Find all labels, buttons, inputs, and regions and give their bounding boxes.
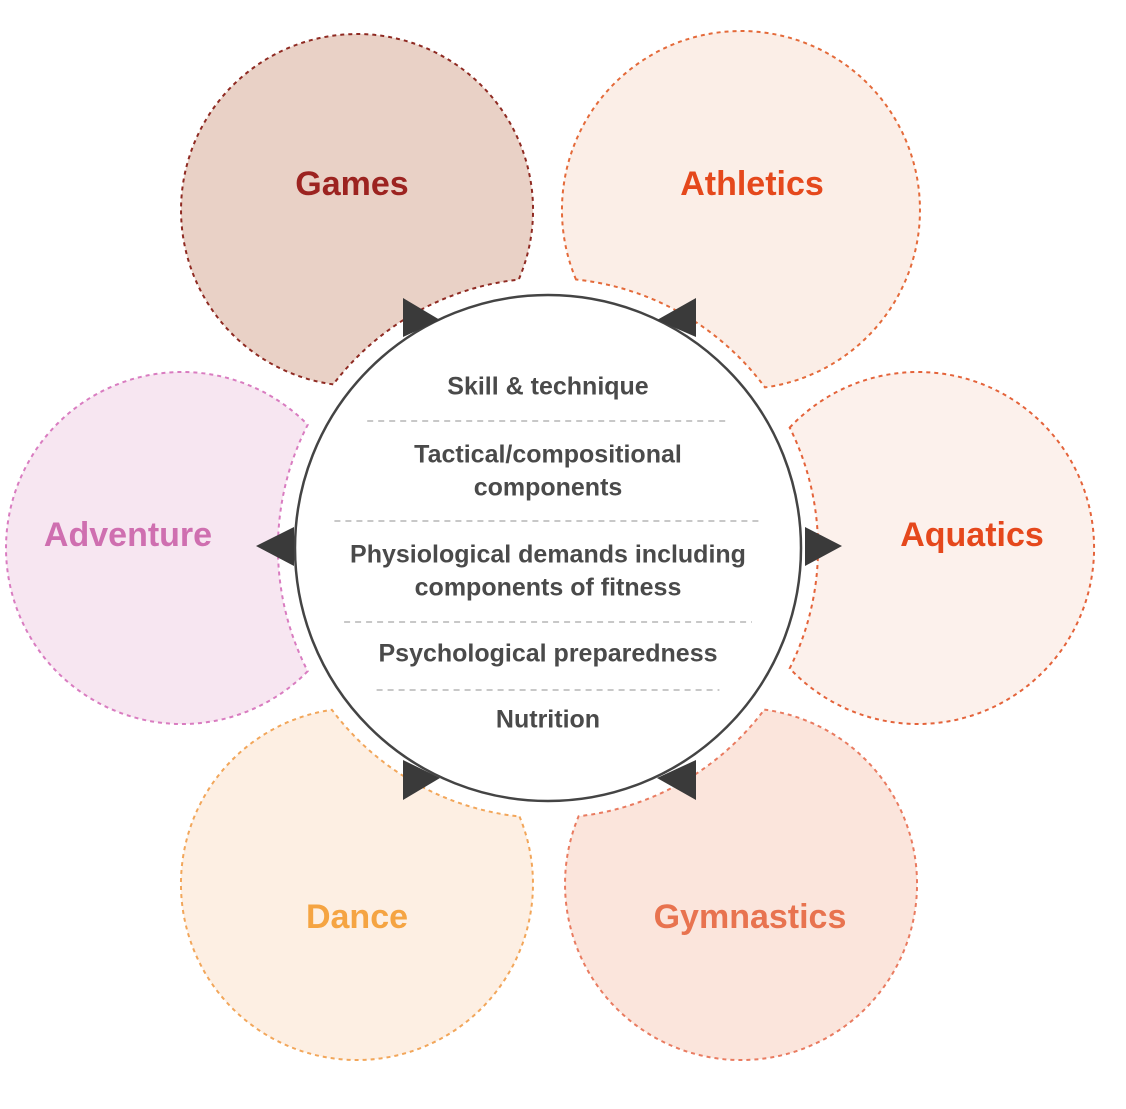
petal-adventure-shape <box>5 371 309 725</box>
petal-athletics-shape <box>561 30 921 389</box>
petal-games-shape <box>180 33 534 386</box>
center-item-4: Psychological preparedness <box>378 640 717 668</box>
center-item-1: Skill & technique <box>447 373 649 401</box>
center-item-4-line-1: Psychological preparedness <box>378 640 717 668</box>
center-item-1-line-1: Skill & technique <box>447 373 649 401</box>
center-circle <box>293 293 803 803</box>
petal-gymnastics-label: Gymnastics <box>654 898 847 936</box>
center-item-3-line-1: Physiological demands including <box>350 541 746 569</box>
center-item-5: Nutrition <box>496 706 600 734</box>
center-item-2-line-1: Tactical/compositional <box>414 441 682 469</box>
arrow-bottom-right-icon <box>657 760 696 800</box>
petal-aquatics-label: Aquatics <box>900 516 1044 554</box>
petal-dance-label: Dance <box>306 898 408 936</box>
petal-games-label: Games <box>295 165 408 203</box>
center-item-2: Tactical/compositional components <box>414 441 682 502</box>
petal-aquatics-shape <box>788 371 1095 725</box>
arrow-left-icon <box>256 527 294 566</box>
arrow-right-icon <box>805 527 842 566</box>
petal-gymnastics: Gymnastics <box>564 708 919 1062</box>
arrow-bottom-left-icon <box>403 760 440 800</box>
center-item-3: Physiological demands including component… <box>350 541 746 602</box>
arrow-top-right-icon <box>657 298 696 337</box>
arrows-layer <box>256 298 842 800</box>
petal-adventure-label: Adventure <box>44 516 212 554</box>
petal-gymnastics-shape <box>564 708 919 1062</box>
center-item-2-line-2: components <box>474 474 623 502</box>
arrow-top-left-icon <box>403 298 440 337</box>
petal-adventure: Adventure <box>5 371 309 725</box>
petal-aquatics: Aquatics <box>788 371 1095 725</box>
petal-athletics: Athletics <box>561 30 921 389</box>
petal-games: Games <box>180 33 534 386</box>
petal-dance: Dance <box>179 708 534 1061</box>
petal-dance-shape <box>179 708 534 1061</box>
center-item-3-line-2: components of fitness <box>415 574 682 602</box>
center-item-5-line-1: Nutrition <box>496 706 600 734</box>
petal-athletics-label: Athletics <box>680 165 824 203</box>
center-dividers <box>334 420 762 691</box>
